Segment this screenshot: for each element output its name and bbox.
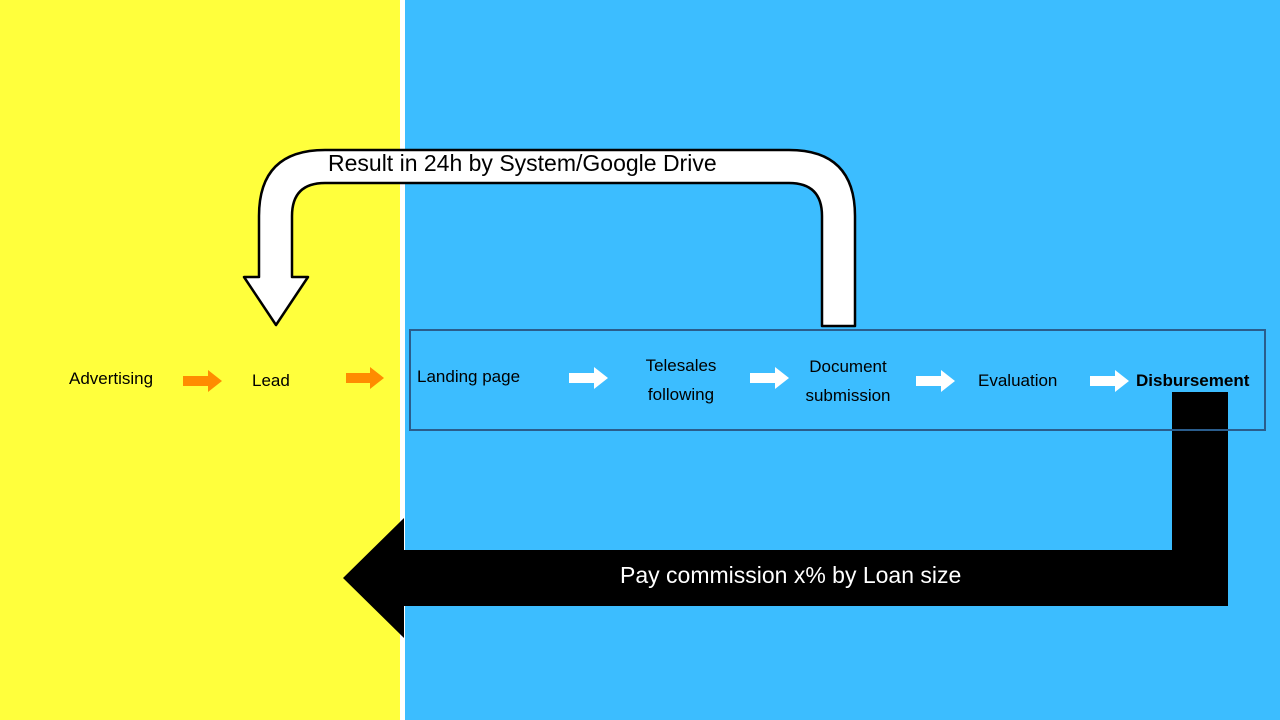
telesales-line-2: following — [647, 385, 715, 404]
telesales-line-1: Telesales — [645, 356, 717, 375]
disbursement-label: Disbursement — [1136, 371, 1250, 390]
commission-arrow — [343, 392, 1228, 638]
partner-zone — [0, 0, 400, 720]
advertising-label: Advertising — [69, 369, 154, 388]
commission-callout: Pay commission x% by Loan size — [620, 562, 962, 588]
feedback-callout: Result in 24h by System/Google Drive — [328, 150, 717, 176]
document-line-1: Document — [809, 357, 887, 376]
telesales-label: Telesales following — [631, 351, 731, 409]
white-arrow-2 — [750, 367, 789, 389]
document-line-2: submission — [805, 386, 891, 405]
orange-arrow-2 — [346, 367, 384, 389]
lender-process-box — [409, 329, 1266, 431]
feedback-arrow — [242, 148, 857, 328]
white-arrow-1 — [569, 367, 608, 389]
white-arrow-4 — [1090, 370, 1129, 392]
zone-divider — [400, 0, 405, 720]
orange-arrow-1 — [183, 370, 222, 392]
white-arrow-3 — [916, 370, 955, 392]
lead-label: Lead — [252, 371, 290, 390]
landing-page-label: Landing page — [417, 367, 521, 386]
evaluation-label: Evaluation — [978, 371, 1058, 390]
document-submission-label: Document submission — [797, 352, 899, 410]
